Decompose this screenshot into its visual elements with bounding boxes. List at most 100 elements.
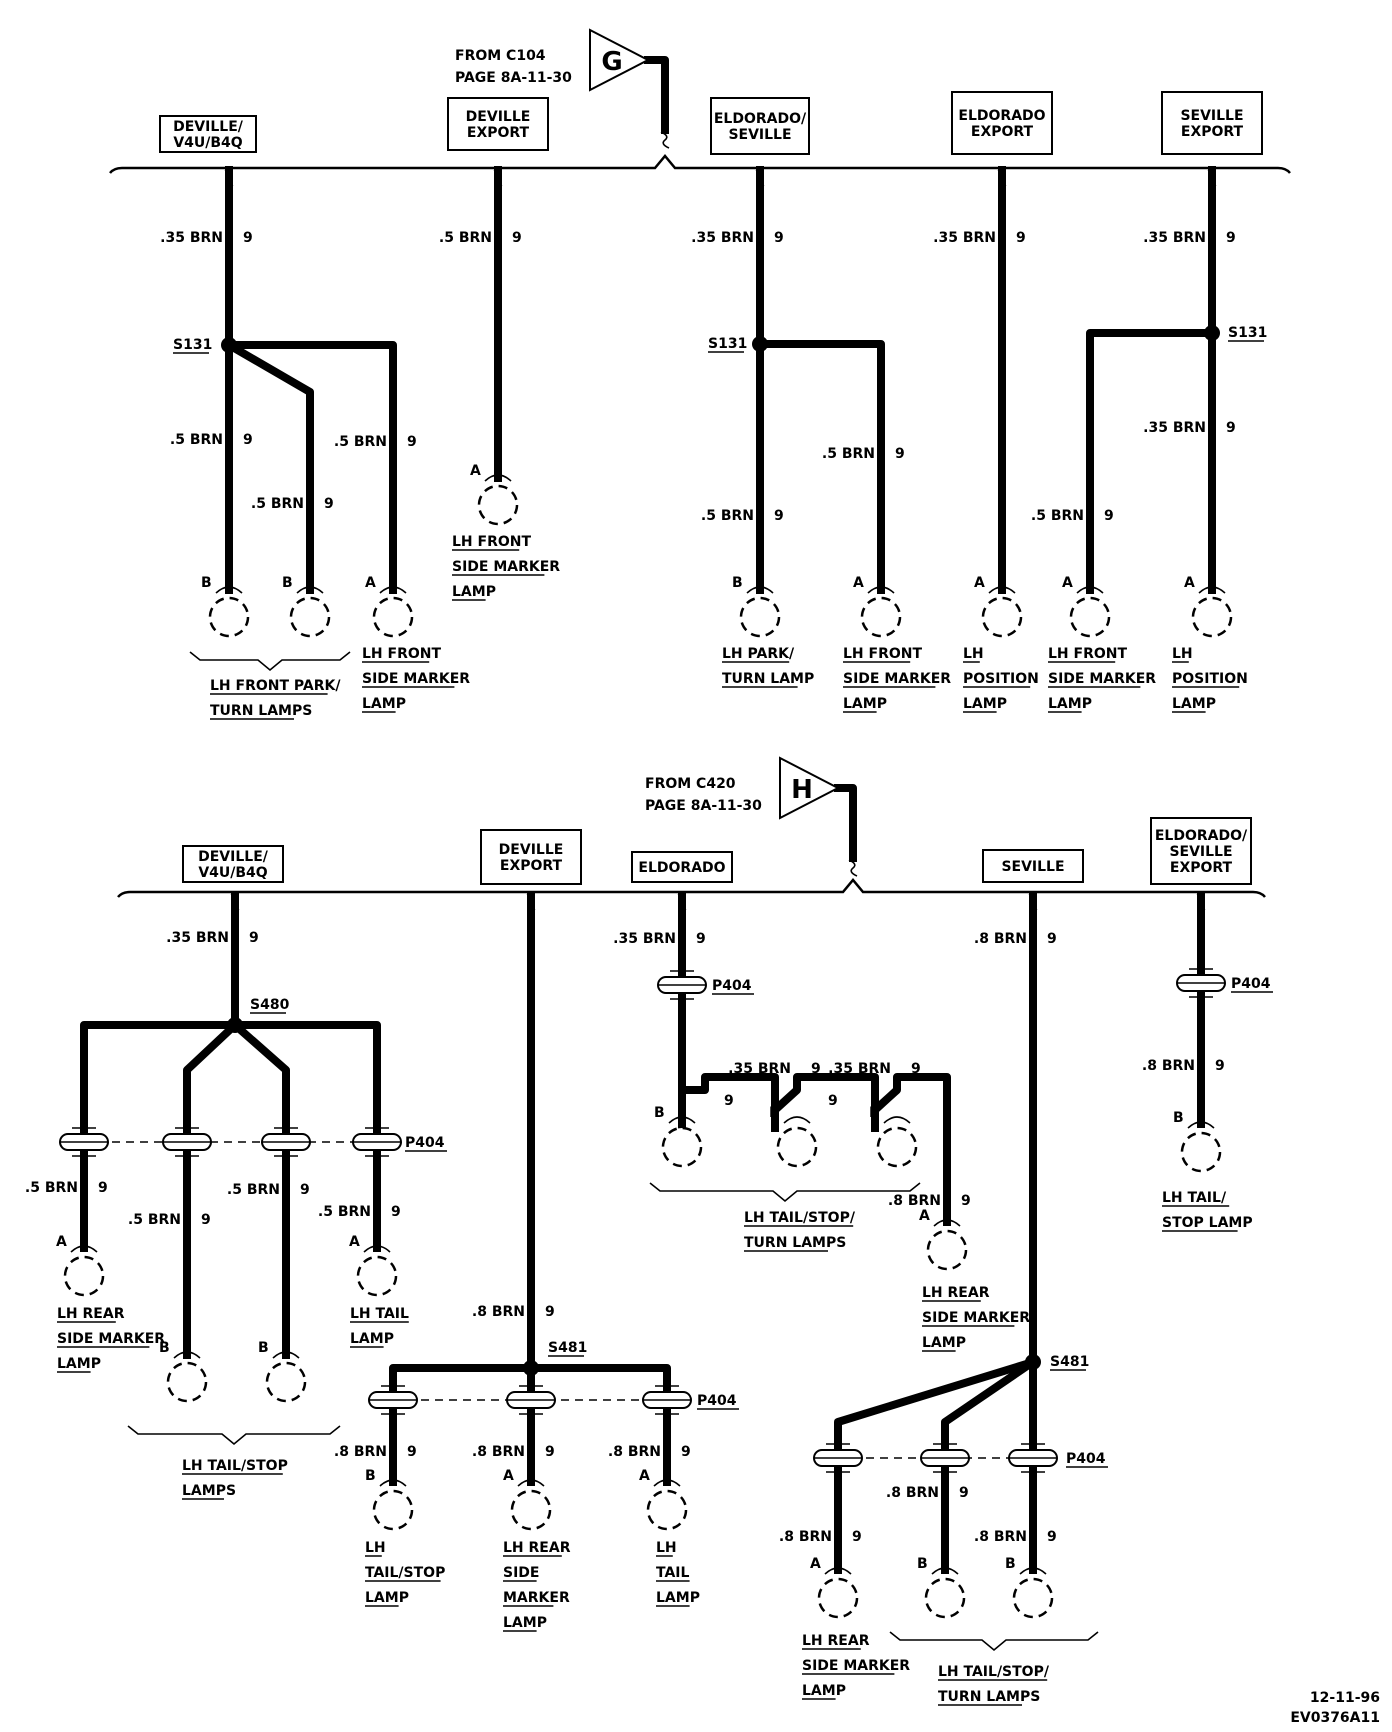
lamp-icon — [1069, 596, 1111, 638]
splice-s480 — [227, 1017, 243, 1033]
wire-gauge-label: .35 BRN — [613, 931, 676, 947]
lamp-icon — [776, 1126, 818, 1168]
lamp-label-lh-tail-2: LAMP — [656, 1590, 700, 1606]
lamp-icon — [1180, 1131, 1222, 1173]
wire-gauge-label: .8 BRN — [974, 1529, 1027, 1545]
lamp-label-lh-position: LAMP — [963, 696, 1007, 712]
pin-label: A — [1062, 575, 1073, 591]
lamp-socket-icon — [517, 1479, 545, 1487]
lamp-icon — [372, 596, 414, 638]
pin-label: A — [919, 1208, 930, 1224]
lamp-socket-icon — [1076, 586, 1104, 594]
lamp-socket-icon — [173, 1351, 201, 1359]
lamp-label-lh-tail-stop-2: TAIL/STOP — [365, 1565, 445, 1581]
wire — [223, 339, 314, 594]
variant-box-seville-export-label: SEVILLE — [1180, 108, 1243, 124]
lamp-icon — [63, 1255, 105, 1297]
source-page-label: PAGE 8A-11-30 — [455, 70, 572, 86]
wire — [231, 1021, 381, 1252]
wire-gauge-label: .8 BRN — [779, 1529, 832, 1545]
lamp-label-lh-position-2: POSITION — [1172, 671, 1248, 687]
connector-label: P404 — [1066, 1451, 1106, 1467]
wire-gauge-label: .5 BRN — [822, 446, 875, 462]
lamp-label-lh-rear-side-marker-2: MARKER — [503, 1590, 570, 1606]
wire-circuit-label: 9 — [961, 1193, 971, 1209]
lamp-label-lh-front-side-marker-3: LAMP — [843, 696, 887, 712]
source-triangle-icon — [589, 28, 651, 92]
variant-box-deville-v4u-label: V4U/B4Q — [173, 135, 242, 151]
source-page-label: PAGE 8A-11-30 — [645, 798, 762, 814]
lamp-label-lh-front-side-marker: SIDE MARKER — [362, 671, 470, 687]
lamp-label-lh-position: LH — [963, 646, 984, 662]
lamp-label-lh-tail-stop-turn-2: LH TAIL/STOP/ — [938, 1664, 1050, 1680]
variant-box-eldorado — [631, 851, 733, 883]
pin-label: B — [159, 1340, 170, 1356]
source-wire — [644, 56, 669, 134]
wire-gauge-label: .8 BRN — [974, 931, 1027, 947]
wire-gauge-label: .35 BRN — [1143, 230, 1206, 246]
wire-break-icon — [1196, 893, 1206, 911]
wire-circuit-label: 9 — [724, 1093, 734, 1109]
wire-circuit-label: 9 — [1226, 230, 1236, 246]
lamp-socket-icon — [1198, 586, 1226, 594]
wire-gauge-label: .8 BRN — [472, 1444, 525, 1460]
wire-break-icon — [526, 893, 536, 911]
lamp-socket-icon — [883, 1116, 911, 1124]
variant-box-eldorado-seville-export — [1150, 817, 1252, 885]
wire — [678, 1073, 951, 1226]
pin-label: A — [1184, 575, 1195, 591]
pin-label: A — [810, 1556, 821, 1572]
lamp-label-lh-tail-2: LH — [656, 1540, 677, 1556]
variant-box-seville — [982, 849, 1084, 883]
wire-circuit-label: 9 — [1104, 508, 1114, 524]
pin-label: B — [258, 1340, 269, 1356]
lamp-label-lh-front-side-marker-4: LH FRONT — [1048, 646, 1127, 662]
wire — [225, 341, 397, 594]
splice-label: S480 — [250, 997, 290, 1013]
wire-gauge-label: .8 BRN — [1142, 1058, 1195, 1074]
wire-circuit-label: 9 — [911, 1061, 921, 1077]
pin-label: B — [917, 1556, 928, 1572]
buses — [109, 154, 1291, 898]
lamp-label-lh-position-2: LAMP — [1172, 696, 1216, 712]
lamp-socket-icon — [824, 1567, 852, 1575]
lamp-label-lh-rear-side-marker-4: LAMP — [802, 1683, 846, 1699]
wire-circuit-label: 9 — [407, 1444, 417, 1460]
wire-gauge-label: .35 BRN — [1143, 420, 1206, 436]
lamp-label-lh-rear-side-marker-3: LH REAR — [922, 1285, 990, 1301]
connector-label: P404 — [1231, 976, 1271, 992]
wire-circuit-label: 9 — [1047, 931, 1057, 947]
variant-box-seville-export-label: EXPORT — [1181, 124, 1244, 140]
wire-circuit-label: 9 — [243, 230, 253, 246]
lamp-icon — [289, 596, 331, 638]
pin-label: B — [654, 1105, 665, 1121]
pin-label: B — [769, 1105, 780, 1121]
variant-box-deville-v4u-rear — [182, 845, 284, 883]
lamp-label-lh-tail-stop: LH TAIL/STOP — [182, 1458, 288, 1474]
lamp-icon — [265, 1361, 307, 1403]
variant-box-eldorado-label: ELDORADO — [638, 860, 725, 876]
wire-circuit-label: 9 — [407, 434, 417, 450]
wire-gauge-label: .5 BRN — [128, 1212, 181, 1228]
wire-circuit-label: 9 — [324, 496, 334, 512]
wire-circuit-label: 9 — [300, 1182, 310, 1198]
wire-circuit-label: 9 — [512, 230, 522, 246]
footer-code: EV0376A11 — [1290, 1710, 1380, 1726]
lamp-label-lh-tail-stop: LAMPS — [182, 1483, 236, 1499]
source-letter: H — [791, 775, 813, 805]
wire-circuit-label: 9 — [774, 508, 784, 524]
lamp-socket-icon — [931, 1567, 959, 1575]
wire-gauge-label: .8 BRN — [608, 1444, 661, 1460]
lamp-icon — [924, 1577, 966, 1619]
lamp-socket-icon — [746, 586, 774, 594]
lamp-label-lh-tail: LH TAIL — [350, 1306, 409, 1322]
lamp-icon — [876, 1126, 918, 1168]
wire — [80, 1021, 239, 1252]
lamp-icon — [739, 596, 781, 638]
wire-circuit-label: 9 — [201, 1212, 211, 1228]
variant-box-deville-v4u-rear-label: V4U/B4Q — [198, 865, 267, 881]
source-wire — [834, 784, 857, 862]
lamp-label-lh-front-side-marker-2: LH FRONT — [452, 534, 531, 550]
wire-gauge-label: .5 BRN — [1031, 508, 1084, 524]
lamp-icon — [860, 596, 902, 638]
